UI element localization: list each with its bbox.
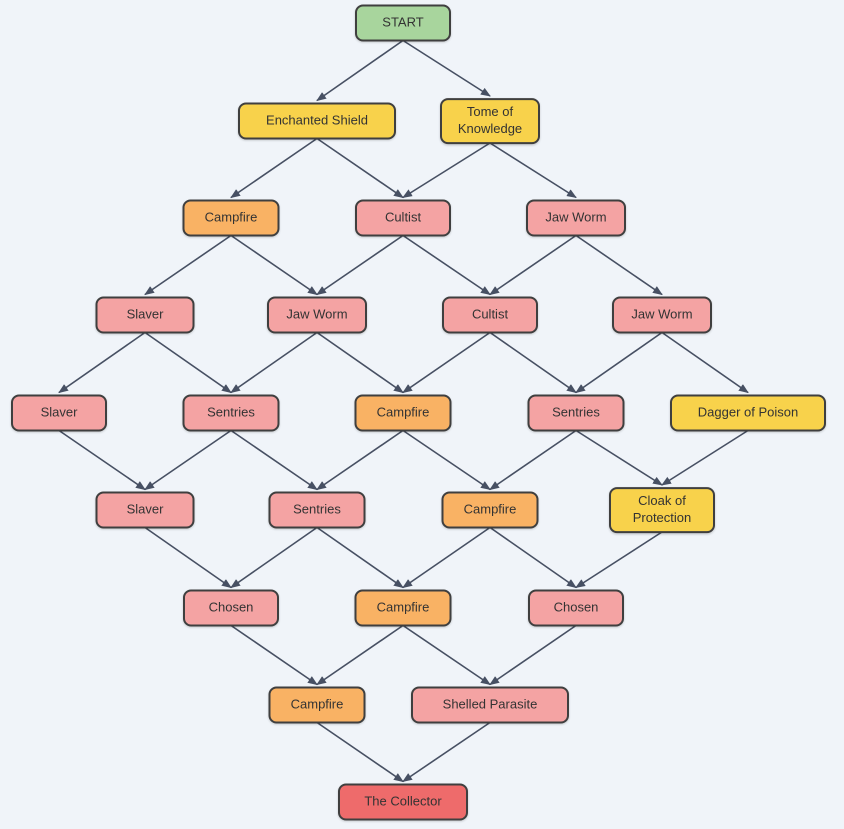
map-node-campfire-4[interactable]: Campfire [354,589,452,627]
map-node-label: Campfire [463,501,517,517]
map-node-jaw-worm-2[interactable]: Jaw Worm [267,296,367,334]
map-node-label: Cloak of Protection [632,493,692,525]
map-node-cloak-of-protection[interactable]: Cloak of Protection [609,487,715,533]
map-node-label: START [382,14,424,30]
map-node-label: Tome of Knowledge [457,104,523,136]
map-node-chosen-1[interactable]: Chosen [183,589,279,627]
map-node-label: Jaw Worm [286,306,348,322]
map-node-label: Slaver [126,306,164,322]
map-node-dagger-of-poison[interactable]: Dagger of Poison [670,394,826,432]
map-node-slaver-2[interactable]: Slaver [11,394,107,432]
map-node-label: Campfire [376,599,430,615]
map-node-label: Sentries [207,404,255,420]
map-node-label: Cultist [384,209,422,225]
map-node-campfire-5[interactable]: Campfire [268,686,366,724]
map-node-chosen-2[interactable]: Chosen [528,589,624,627]
map-node-label: Dagger of Poison [697,404,799,420]
map-node-slaver-3[interactable]: Slaver [95,491,195,529]
map-node-jaw-worm-3[interactable]: Jaw Worm [612,296,712,334]
map-node-label: Campfire [290,696,344,712]
map-node-the-collector[interactable]: The Collector [338,783,468,821]
map-node-label: Jaw Worm [631,306,693,322]
map-node-label: Sentries [293,501,341,517]
map-node-label: Cultist [471,306,509,322]
map-node-label: Slaver [40,404,78,420]
map-node-cultist-2[interactable]: Cultist [442,296,538,334]
map-node-enchanted-shield[interactable]: Enchanted Shield [238,102,396,140]
map-node-label: Jaw Worm [545,209,607,225]
map-node-label: Campfire [376,404,430,420]
map-node-label: Shelled Parasite [442,696,538,712]
map-node-label: Chosen [553,599,599,615]
map-node-label: Enchanted Shield [266,112,368,128]
map-node-label: Sentries [552,404,600,420]
map-node-slaver-1[interactable]: Slaver [95,296,195,334]
map-node-label: Campfire [204,209,258,225]
map-node-label: The Collector [364,793,442,809]
map-node-cultist-1[interactable]: Cultist [355,199,451,237]
map-node-sentries-2[interactable]: Sentries [527,394,625,432]
map-node-campfire-3[interactable]: Campfire [441,491,539,529]
map-node-campfire-1[interactable]: Campfire [182,199,280,237]
map-node-label: Slaver [126,501,164,517]
map-node-sentries-3[interactable]: Sentries [268,491,366,529]
map-node-tome-of-knowledge[interactable]: Tome of Knowledge [440,98,540,144]
map-node-shelled-parasite[interactable]: Shelled Parasite [411,686,569,724]
map-node-label: Chosen [208,599,254,615]
map-node-jaw-worm-1[interactable]: Jaw Worm [526,199,626,237]
map-node-sentries-1[interactable]: Sentries [182,394,280,432]
map-node-start[interactable]: START [355,4,451,42]
map-node-campfire-2[interactable]: Campfire [354,394,452,432]
